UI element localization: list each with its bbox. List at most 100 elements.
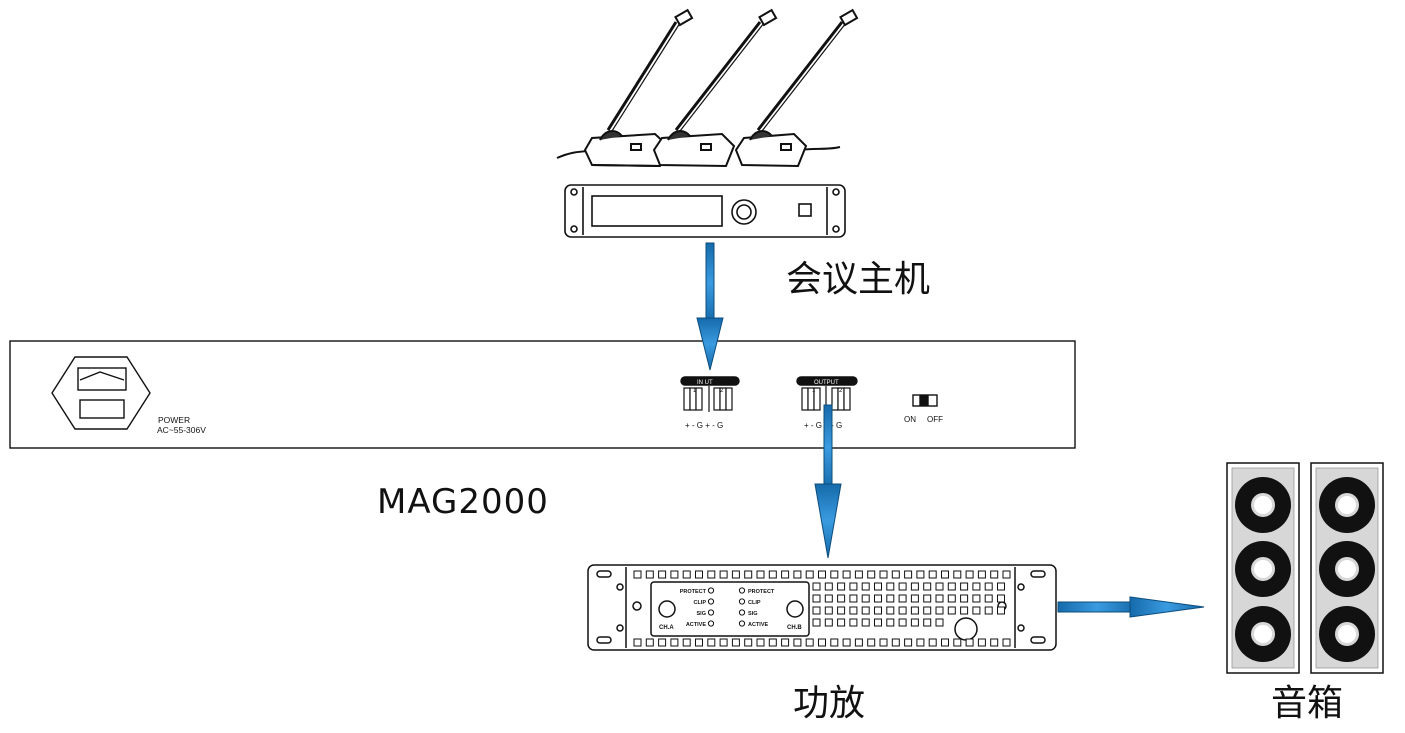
vent-hole	[756, 638, 765, 647]
vent-hole	[997, 606, 1005, 615]
vent-hole	[941, 638, 949, 647]
indicator-label-b: CLIP	[748, 600, 761, 606]
indicator-led	[738, 598, 746, 605]
vent-hole	[935, 606, 944, 615]
output-ch2: 2	[839, 388, 843, 394]
amp-power-button	[954, 617, 978, 641]
vent-hole	[935, 618, 944, 627]
vent-hole	[837, 606, 846, 615]
conference-microphones	[556, 8, 859, 168]
vent-hole	[830, 570, 839, 579]
vent-hole	[707, 638, 716, 647]
vent-hole	[953, 638, 962, 647]
vent-hole	[695, 638, 703, 647]
vent-hole	[879, 570, 888, 579]
vent-hole	[861, 618, 870, 627]
vent-hole	[874, 618, 882, 627]
vent-hole	[947, 606, 956, 615]
vent-hole	[837, 582, 846, 591]
vent-hole	[849, 594, 858, 603]
vent-hole	[874, 594, 882, 603]
vent-hole	[633, 638, 642, 647]
vent-hole	[923, 618, 932, 627]
vent-hole	[953, 570, 962, 579]
vent-hole	[960, 606, 969, 615]
channel-a-label: CH.A	[659, 625, 674, 631]
vent-hole	[923, 606, 932, 615]
model-label: MAG2000	[377, 482, 549, 522]
vent-hole	[633, 570, 642, 579]
vent-hole	[928, 570, 937, 579]
indicator-label-a: PROTECT	[680, 589, 707, 595]
vent-hole	[645, 638, 654, 647]
vent-hole	[898, 606, 907, 615]
vent-hole	[910, 594, 919, 603]
vent-hole	[1002, 570, 1011, 579]
vent-hole	[886, 618, 895, 627]
vent-hole	[984, 582, 993, 591]
power-label: POWER	[158, 415, 190, 425]
indicator-label-a: SIG	[697, 611, 706, 617]
vent-hole	[793, 570, 802, 579]
vent-hole	[658, 638, 667, 647]
vent-hole	[861, 594, 870, 603]
vent-hole	[682, 638, 691, 647]
vent-hole	[972, 582, 981, 591]
vent-hole	[805, 638, 814, 647]
conference-host-unit	[564, 184, 846, 238]
vent-hole	[781, 638, 790, 647]
vent-hole	[984, 606, 993, 615]
input-ch2: 2	[720, 388, 724, 394]
speaker-cabinets	[1226, 462, 1384, 674]
vent-hole	[904, 570, 913, 579]
output-terminal-labels: + - G + - G	[804, 421, 842, 430]
vent-hole	[719, 638, 728, 647]
indicator-led	[707, 609, 715, 616]
vent-hole	[886, 594, 895, 603]
vent-hole	[935, 582, 944, 591]
vent-hole	[824, 606, 833, 615]
vent-hole	[960, 594, 969, 603]
indicator-led	[707, 587, 715, 594]
vent-hole	[990, 638, 999, 647]
vent-hole	[805, 570, 814, 579]
vent-hole	[812, 618, 821, 627]
vent-hole	[812, 582, 821, 591]
vent-hole	[960, 582, 969, 591]
indicator-led	[738, 609, 746, 616]
vent-hole	[910, 582, 919, 591]
vent-hole	[849, 606, 858, 615]
vent-hole	[874, 582, 882, 591]
vent-hole	[891, 638, 900, 647]
vent-hole	[997, 582, 1005, 591]
indicator-label-a: CLIP	[693, 600, 706, 606]
vent-hole	[824, 618, 833, 627]
indicator-label-b: SIG	[748, 611, 757, 617]
vent-hole	[874, 606, 882, 615]
vent-hole	[818, 570, 826, 579]
vent-hole	[910, 606, 919, 615]
indicator-led	[707, 598, 715, 605]
input-label: IN UT	[697, 380, 713, 386]
speaker-icon	[1226, 462, 1300, 674]
vent-hole	[854, 570, 863, 579]
vent-hole	[695, 570, 703, 579]
vent-hole	[1002, 638, 1011, 647]
amp-vent-grid	[633, 570, 1011, 647]
input-terminal-labels: + - G + - G	[685, 421, 723, 430]
vent-hole	[879, 638, 888, 647]
vent-hole	[904, 638, 913, 647]
vent-hole	[977, 638, 986, 647]
indicator-led	[707, 620, 715, 627]
output-label: OUTPUT	[814, 380, 839, 386]
vent-hole	[842, 570, 851, 579]
host-display	[591, 195, 723, 227]
vent-hole	[719, 570, 728, 579]
vent-hole	[842, 638, 851, 647]
microphone-icon	[734, 8, 859, 168]
vent-hole	[854, 638, 863, 647]
vent-hole	[645, 570, 654, 579]
vent-hole	[972, 594, 981, 603]
vent-hole	[984, 594, 993, 603]
